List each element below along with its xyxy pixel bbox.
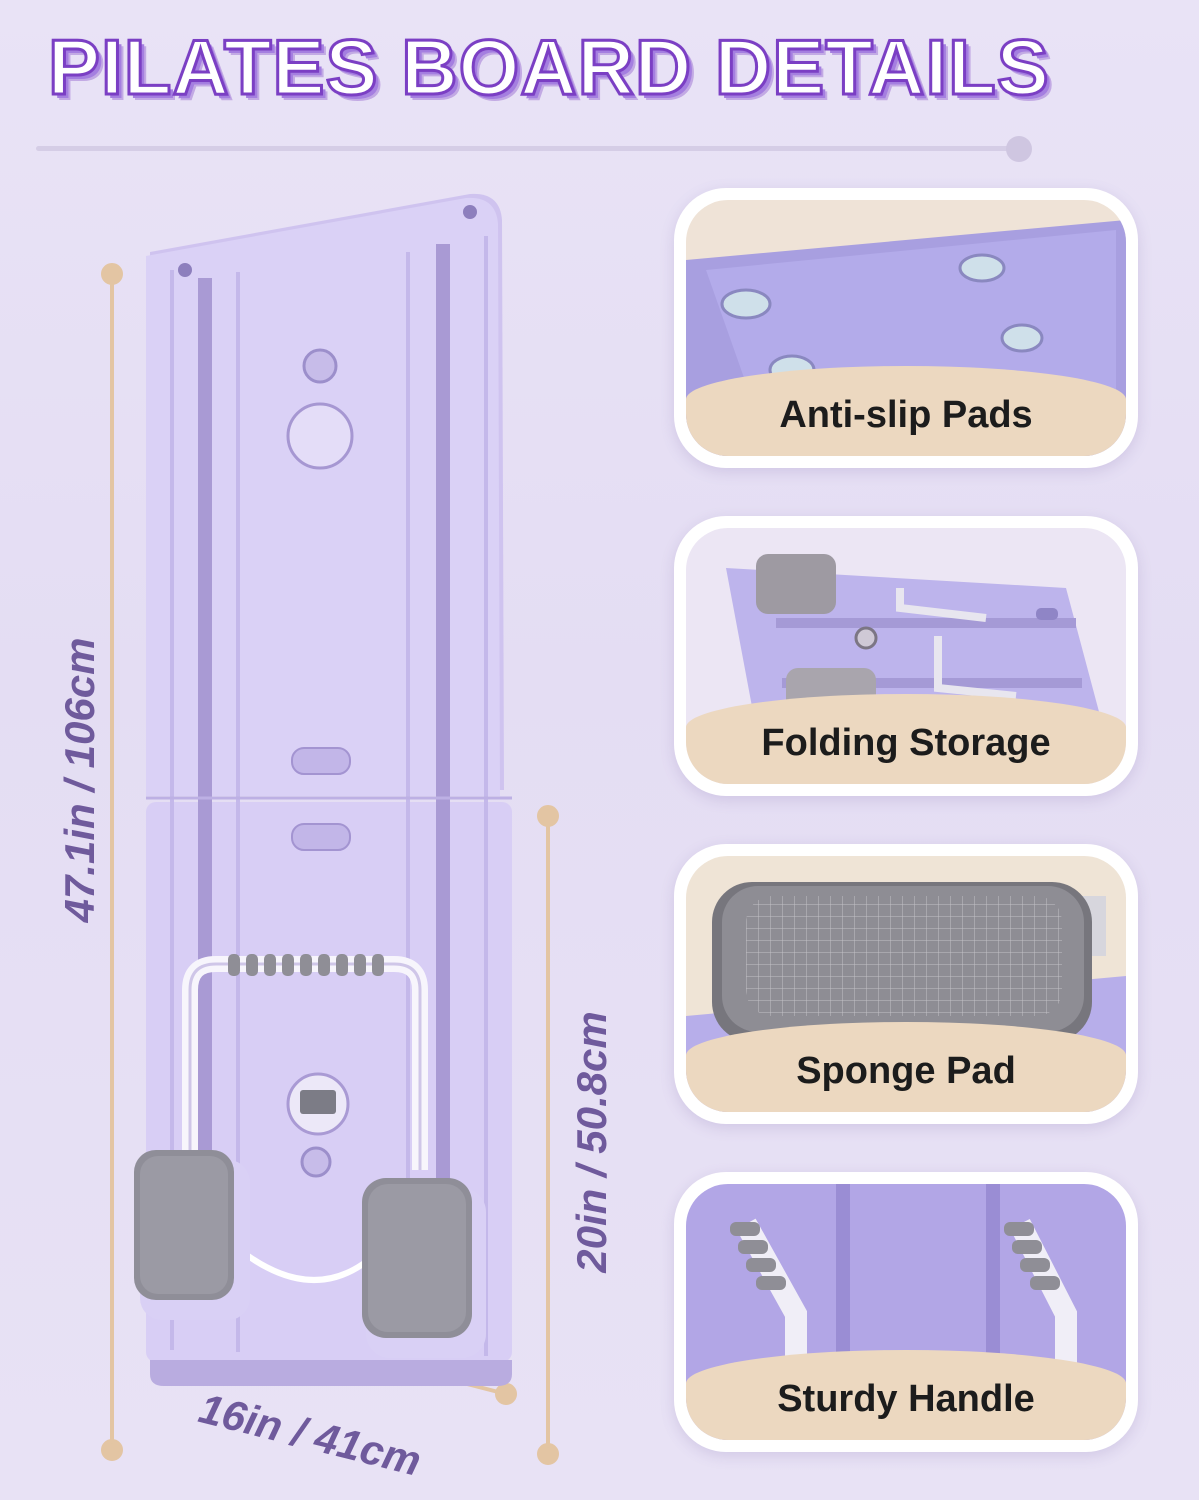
foot-pad-right (362, 1178, 486, 1358)
title-divider (36, 146, 1020, 151)
detail-caption-anti-slip: Anti-slip Pads (686, 366, 1126, 456)
detail-card-folding-storage: Folding Storage (674, 516, 1138, 796)
handle-frame (182, 954, 428, 1283)
fold-dimension-line (537, 805, 559, 1465)
height-dimension-line (101, 263, 123, 1461)
detail-caption-sponge-pad: Sponge Pad (686, 1022, 1126, 1112)
height-dimension-label: 47.1in / 106cm (56, 637, 103, 923)
foot-pad-left (134, 1150, 250, 1320)
pilates-board-illustration (101, 193, 559, 1465)
fold-dimension-label: 20in / 50.8cm (568, 1011, 615, 1273)
detail-card-anti-slip: Anti-slip Pads (674, 188, 1138, 468)
detail-card-sponge-pad: Sponge Pad (674, 844, 1138, 1124)
board-body (146, 193, 512, 1386)
detail-caption-folding-storage: Folding Storage (686, 694, 1126, 784)
divider-dot (1006, 136, 1032, 162)
detail-card-sturdy-handle: Sturdy Handle (674, 1172, 1138, 1452)
detail-caption-sturdy-handle: Sturdy Handle (686, 1350, 1126, 1440)
page-title: PILATES BOARD DETAILS (47, 22, 1051, 113)
